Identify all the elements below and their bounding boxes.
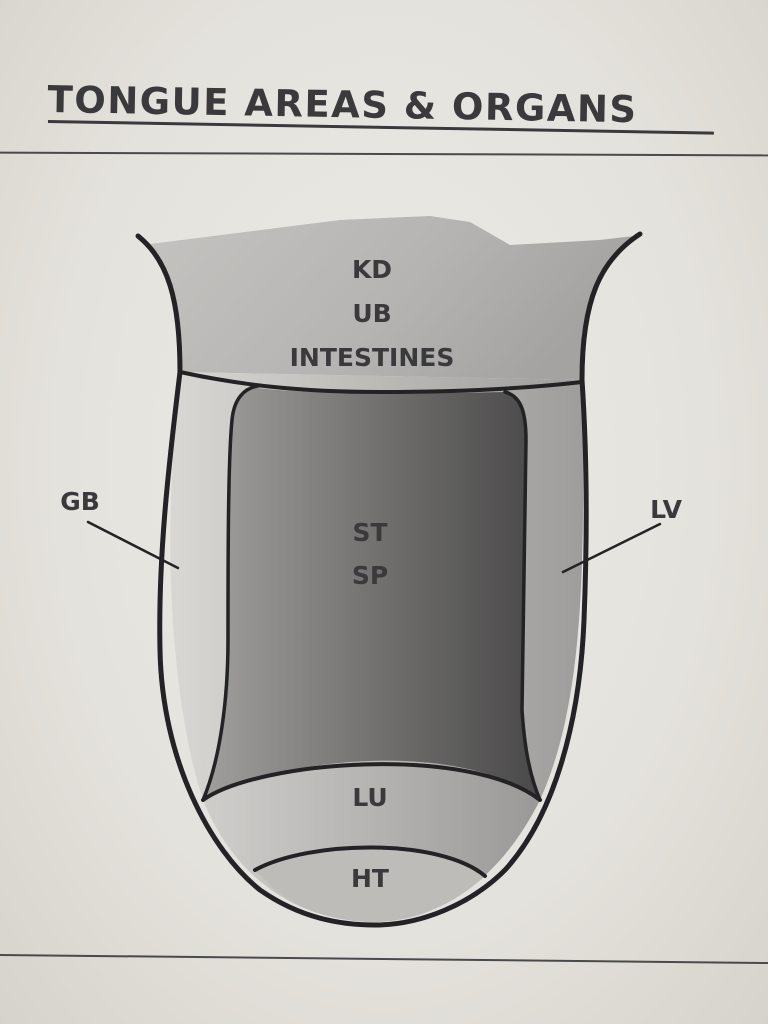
root-boundary (178, 370, 584, 394)
tongue-outline (135, 231, 643, 928)
spleen-label: SP (352, 561, 388, 590)
kidney-label: KD (352, 255, 392, 284)
lung-boundary (201, 762, 542, 802)
heart-region (255, 847, 485, 922)
heart-label: HT (351, 864, 389, 893)
liver-label: LV (650, 495, 682, 524)
heart-boundary (253, 845, 487, 878)
root-region (150, 216, 634, 380)
center-region (203, 388, 540, 800)
bladder-label: UB (352, 299, 391, 328)
liver-pointer (561, 522, 662, 574)
center-boundary (201, 384, 260, 802)
gallbladder-pointer (86, 520, 180, 570)
gallbladder-label: GB (60, 487, 100, 516)
intestines-label: INTESTINES (290, 343, 455, 372)
lung-label: LU (352, 783, 387, 812)
stomach-label: ST (352, 518, 387, 547)
center-boundary-right (503, 390, 542, 802)
